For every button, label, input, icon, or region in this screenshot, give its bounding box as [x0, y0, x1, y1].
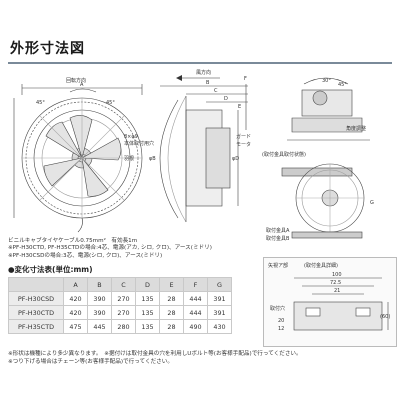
detail-subtitle: (取付金具詳細) — [304, 262, 338, 269]
value-cell: 391 — [207, 291, 232, 306]
value-cell: 490 — [183, 319, 208, 334]
bracket-b-label: 取付金具B — [266, 235, 290, 242]
table-row: PF-H35CTD 475 445 280 135 28 490 430 — [8, 319, 232, 334]
dim-e-label: E — [238, 104, 241, 110]
value-cell: 135 — [135, 319, 160, 334]
table-header-cell: E — [159, 277, 184, 292]
table-header-cell: D — [135, 277, 160, 292]
dim-b-label: B — [206, 80, 210, 86]
table-header-cell — [8, 277, 64, 292]
title-divider — [8, 62, 392, 64]
value-cell: 270 — [111, 305, 136, 320]
detail-dim-21: 21 — [334, 288, 340, 294]
dim-d-label: D — [224, 96, 228, 102]
angle-45-label-b: 45° — [106, 100, 115, 106]
detail-dim-20: 20 — [278, 318, 284, 324]
bracket-a-label: 取付金具A — [266, 227, 290, 234]
dim-g-label: G — [370, 200, 374, 206]
hole-dim-label: (60) — [380, 314, 390, 320]
table-header-cell: C — [111, 277, 136, 292]
bracket-detail-drawing: 矢視ア部 (取付金具詳細) 100 72.5 21 取付穴 20 12 (60) — [268, 262, 390, 332]
dim-a-label: A — [80, 82, 84, 88]
value-cell: 420 — [63, 305, 88, 320]
footnote-line: ※つり下げる場合はチェーン等(お客様手配品)で行ってください。 — [8, 359, 173, 365]
value-cell: 135 — [135, 305, 160, 320]
value-cell: 430 — [207, 319, 232, 334]
model-cell: PF-H30CTD — [8, 305, 64, 320]
hole-label: 取付穴 — [270, 305, 285, 312]
dim-phid-label: φD — [232, 156, 239, 162]
side-view-drawing — [159, 75, 248, 223]
value-cell: 445 — [87, 319, 112, 334]
angle-45-right-label: 45° — [338, 82, 347, 88]
rotation-direction-label: 回転方向 — [66, 77, 86, 84]
value-cell: 28 — [159, 291, 184, 306]
bracket-view-drawing — [287, 77, 370, 141]
mounted-fan-drawing — [281, 163, 365, 239]
angle-45-label-a: 45° — [36, 100, 45, 106]
value-cell: 270 — [111, 291, 136, 306]
value-cell: 390 — [87, 305, 112, 320]
value-cell: 420 — [63, 291, 88, 306]
front-view-drawing — [13, 84, 143, 233]
note-line: ビニルキャブタイヤケーブル0.75mm² 有効長1m — [8, 238, 138, 244]
model-cell: PF-H30CSD — [8, 291, 64, 306]
table-row: PF-H30CSD 420 390 270 135 28 444 391 — [8, 291, 232, 306]
value-cell: 390 — [87, 291, 112, 306]
value-cell: 475 — [63, 319, 88, 334]
detail-title: 矢視ア部 — [268, 262, 288, 269]
value-cell: 135 — [135, 291, 160, 306]
value-cell: 28 — [159, 319, 184, 334]
bracket-state-label: (取付金具取付状態) — [262, 151, 306, 158]
table-header-cell: A — [63, 277, 88, 292]
motor-label: モータ — [236, 141, 251, 148]
value-cell: 28 — [159, 305, 184, 320]
page-title: 外形寸法図 — [10, 41, 85, 57]
value-cell: 280 — [111, 319, 136, 334]
detail-dim-100: 100 — [332, 272, 342, 278]
detail-dim-12: 12 — [278, 326, 284, 332]
dim-phib-label: φB — [149, 156, 156, 162]
hole-desc-label: 本体取付用穴 — [124, 140, 154, 147]
hole-spec-label: 8×φ9 — [124, 134, 138, 140]
feather-label: 羽根 — [124, 155, 134, 162]
table-title: ●変化寸法表(単位:mm) — [8, 265, 93, 274]
value-cell: 444 — [183, 291, 208, 306]
guard-label: ガード — [236, 133, 251, 140]
wind-direction-label: 風方向 — [196, 69, 211, 76]
bracket-detail-box: 矢視ア部 (取付金具詳細) 100 72.5 21 取付穴 20 12 (60) — [263, 257, 397, 347]
dim-f-label: F — [244, 76, 247, 82]
table-header-row: A B C D E F G — [8, 277, 232, 292]
detail-dim-72-5: 72.5 — [330, 280, 341, 286]
value-cell: 391 — [207, 305, 232, 320]
table-header-cell: B — [87, 277, 112, 292]
table-header-cell: G — [207, 277, 232, 292]
cable-notes: ビニルキャブタイヤケーブル0.75mm² 有効長1m ※PF-H30CTD, P… — [8, 238, 258, 260]
table-header-cell: F — [183, 277, 208, 292]
angle-30-label: 30° — [322, 78, 331, 84]
table-row: PF-H30CTD 420 390 270 135 28 444 391 — [8, 305, 232, 320]
value-cell: 444 — [183, 305, 208, 320]
footnote-line: ※形状は機種により多少異なります。 ※据付けは取付金具の穴を利用しUボルト等(お… — [8, 351, 302, 357]
footnotes: ※形状は機種により多少異なります。 ※据付けは取付金具の穴を利用しUボルト等(お… — [8, 350, 398, 366]
dim-c-label: C — [214, 88, 218, 94]
note-line: ※PF-H30CTD, PF-H35CTDの場合:4芯、電源(アカ, シロ, ク… — [8, 245, 212, 252]
dimension-table: A B C D E F G PF-H30CSD 420 390 270 135 … — [8, 277, 232, 334]
note-line: ※PF-H30CSDの場合:3芯、電源(シロ, クロ)、アース(ミドリ) — [8, 252, 163, 259]
model-cell: PF-H35CTD — [8, 319, 64, 334]
angle-adjust-label: 角度調整 — [346, 125, 366, 132]
